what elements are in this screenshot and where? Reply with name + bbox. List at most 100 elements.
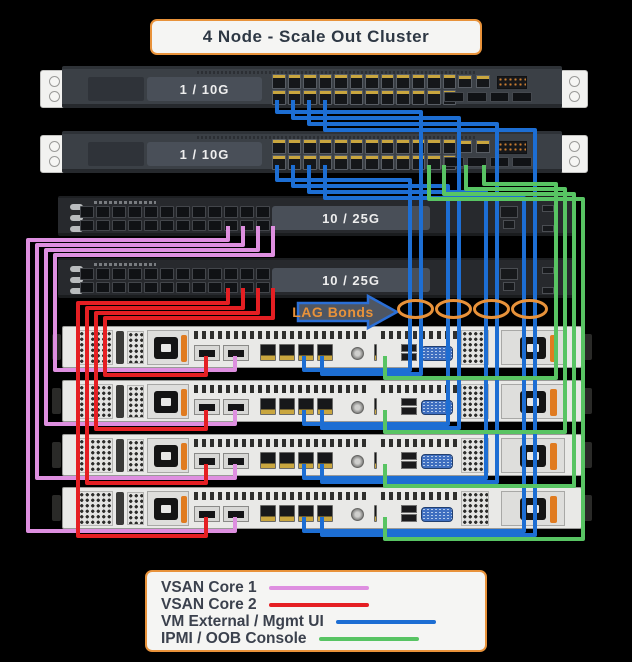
legend: VSAN Core 1 VSAN Core 2 VM External / Mg… — [145, 570, 487, 652]
usb-port-icon — [401, 514, 417, 522]
grille — [78, 491, 113, 526]
idrac-port-icon — [374, 452, 377, 469]
round-connector-icon — [351, 508, 364, 521]
rj45-port-icon — [272, 74, 286, 89]
vent-row — [381, 331, 469, 339]
nic-port-icon — [279, 344, 295, 361]
rj45-port-icon — [318, 74, 332, 89]
sfp-port-2 — [223, 345, 249, 361]
sfp28-port-icon — [192, 219, 206, 231]
nic-port-icon — [317, 344, 333, 361]
switch-speed-label: 10 / 25G — [272, 206, 430, 230]
seven-segment-display — [497, 76, 527, 89]
server-node-1 — [62, 326, 582, 368]
psu-left — [147, 438, 189, 473]
switch-1-10g-a: 1 / 10G — [62, 66, 562, 108]
rj45-port-icon — [303, 139, 317, 154]
legend-row: VSAN Core 2 — [161, 596, 471, 613]
sfp28-port-icon — [128, 268, 142, 280]
sfp28-port-icon — [112, 268, 126, 280]
sfp28-port-icon — [144, 206, 158, 218]
psu-right — [501, 384, 565, 419]
rj45-port-icon — [442, 74, 456, 89]
nic-port-block — [260, 452, 333, 469]
vent-row — [194, 385, 366, 393]
usb-port-icon — [401, 407, 417, 415]
sfp-port-1 — [194, 453, 220, 469]
power-inlet-icon — [520, 337, 546, 359]
rj45-port-icon — [411, 155, 425, 170]
sfp28-port-icon — [208, 219, 222, 231]
idrac-port — [374, 398, 394, 415]
rj45-port-icon — [334, 155, 348, 170]
vent-dots — [197, 71, 477, 74]
usb-port-icon — [401, 398, 417, 406]
rj45-port-icon — [318, 139, 332, 154]
server-node-2 — [62, 380, 582, 422]
grille — [78, 384, 113, 419]
usb-port-icon — [401, 344, 417, 352]
nic-port-icon — [279, 398, 295, 415]
sfp28-port-icon — [96, 268, 110, 280]
legend-line-swatch — [268, 602, 369, 607]
blank-panel — [88, 77, 144, 101]
sfp28-port-icon — [256, 268, 270, 280]
sfp28-port-icon — [96, 206, 110, 218]
mgmt-port-icon — [500, 268, 518, 280]
usb-port-icon — [401, 461, 417, 469]
rj45-port-icon — [365, 90, 379, 105]
sfp28-port-icon — [256, 219, 270, 231]
legend-line-swatch — [335, 619, 436, 624]
rj45-port-icon — [396, 139, 410, 154]
rj45-port-icon — [303, 74, 317, 89]
lag-bonds-arrow — [296, 293, 400, 331]
rj45-port-icon — [272, 90, 286, 105]
rj45-port-icon — [427, 155, 441, 170]
sfp28-port-icon — [128, 219, 142, 231]
rj45-port-icon — [380, 139, 394, 154]
rj45-port-icon — [396, 74, 410, 89]
psu-left — [147, 384, 189, 419]
rack-ear-right — [560, 70, 588, 108]
server-bracket-left — [52, 388, 61, 414]
switch-speed-label: 1 / 10G — [147, 77, 262, 101]
usb-port-icon — [401, 353, 417, 361]
uplink-ports — [458, 140, 490, 153]
server-bracket-left — [52, 442, 61, 468]
seven-segment-display — [497, 141, 527, 154]
nic-port-icon — [260, 344, 276, 361]
sfp-uplink-ports — [444, 157, 532, 167]
rj45-port-icon — [287, 139, 301, 154]
sfp-port-1 — [194, 506, 220, 522]
sfp28-port-icon — [208, 281, 222, 293]
sfp28-port-icon — [224, 206, 238, 218]
rj45-port-icon — [349, 139, 363, 154]
power-inlet-icon — [154, 445, 178, 467]
uplink-port-icon — [458, 75, 472, 88]
sfp28-port-icon — [160, 219, 174, 231]
rj45-port-icon — [287, 74, 301, 89]
lag-oval-3 — [473, 299, 510, 319]
nic-port-icon — [298, 452, 314, 469]
grille — [127, 439, 144, 472]
grille — [461, 491, 489, 526]
usb-port-icon — [503, 282, 515, 291]
idrac-port — [374, 505, 394, 522]
sfp28-port-icon — [240, 281, 254, 293]
rj45-port-icon — [427, 90, 441, 105]
sfp28-port-icon — [160, 268, 174, 280]
switch-10-25g-a: 10 / 25G — [58, 196, 576, 236]
switch-1-10g-b: 1 / 10G — [62, 131, 562, 173]
grille — [461, 384, 489, 419]
rj45-port-block — [272, 74, 456, 105]
rj45-port-icon — [303, 155, 317, 170]
psu-right — [501, 491, 565, 526]
rj45-port-icon — [380, 155, 394, 170]
round-connector-icon — [351, 455, 364, 468]
uplink-port-icon — [476, 140, 490, 153]
grille — [127, 385, 144, 418]
sfp28-port-icon — [144, 268, 158, 280]
sfp28-port-icon — [224, 219, 238, 231]
idrac-port-icon — [374, 398, 377, 415]
handle — [116, 492, 124, 525]
